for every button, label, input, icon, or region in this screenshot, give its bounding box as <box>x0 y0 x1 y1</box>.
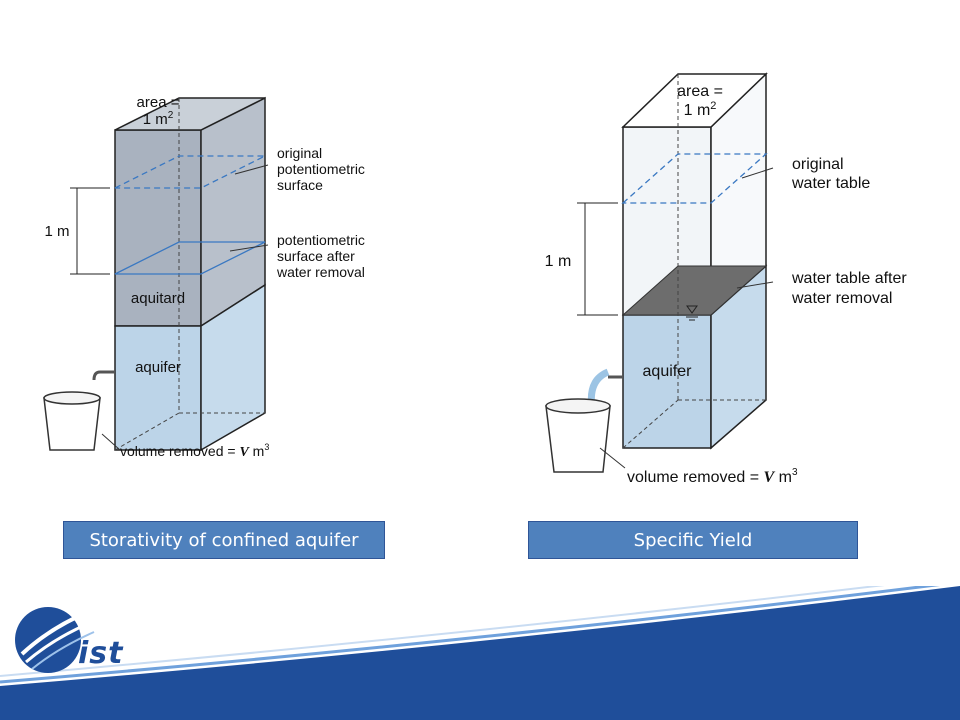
callout-original-line1: original <box>792 156 844 173</box>
leader-line <box>234 164 269 175</box>
confined-aquifer-diagram: area = 1 m2 1 m original potentiometric … <box>30 70 430 470</box>
volume-removed-label: volume removed = V m3 <box>120 442 269 460</box>
bucket-icon <box>43 397 101 451</box>
footer-blue-wave <box>0 586 960 720</box>
aquifer-label: aquifer <box>643 363 693 380</box>
area-exponent: 2 <box>168 110 174 121</box>
area-label: area = <box>137 94 180 111</box>
leader-line <box>229 244 269 252</box>
area-label: area = <box>677 83 723 100</box>
volume-removed-label: volume removed = V m3 <box>627 467 798 486</box>
callout-after-line3: water removal <box>276 264 365 280</box>
leader-line <box>736 281 774 289</box>
logo-wordmark: ist <box>78 636 124 671</box>
callout-after-line2: surface after <box>277 248 355 264</box>
dimension-label: 1 m <box>545 253 572 270</box>
outlet-pipe <box>92 370 115 381</box>
aquitard-label: aquitard <box>131 290 185 307</box>
svg-text:1 m2: 1 m2 <box>684 100 717 119</box>
area-value: 1 m <box>684 102 711 119</box>
leader-line <box>741 167 774 179</box>
column-top-face <box>114 97 266 131</box>
ist-logo <box>15 607 95 673</box>
column-top-face <box>621 73 768 128</box>
callout-after-line2: water removal <box>791 290 892 307</box>
hidden-edge <box>114 412 180 451</box>
potentiometric-surface-after <box>114 241 266 275</box>
water-table-after-plane <box>621 265 768 316</box>
callout-original-line1: original <box>277 145 322 161</box>
callout-original-line3: surface <box>277 177 323 193</box>
water-table-symbol-icon <box>686 305 698 314</box>
footer-band <box>0 586 960 720</box>
original-water-table <box>621 153 768 204</box>
hidden-edge <box>622 399 679 449</box>
aquifer-label: aquifer <box>135 359 181 376</box>
callout-original-line2: potentiometric <box>277 161 365 177</box>
bucket-rim <box>545 398 611 414</box>
dimension-label: 1 m <box>44 223 69 240</box>
area-value: 1 m <box>143 111 168 128</box>
bucket-icon <box>545 405 611 473</box>
leader-line <box>101 433 121 451</box>
caption-specific-yield: Specific Yield <box>528 521 858 559</box>
bucket-rim <box>43 391 101 405</box>
aquifer-front-face <box>622 314 712 449</box>
callout-after-line1: water table after <box>791 270 907 287</box>
callout-original-line2: water table <box>791 175 870 192</box>
callout-after-line1: potentiometric <box>277 232 365 248</box>
footer-accent-line <box>0 586 940 684</box>
area-exponent: 2 <box>710 100 716 112</box>
logo-globe-icon <box>15 607 81 673</box>
aquifer-front-face <box>114 325 202 451</box>
aquitard-front-face <box>114 129 202 327</box>
specific-yield-diagram: area = 1 m2 1 m original water table wat… <box>530 70 930 490</box>
leader-line <box>599 447 626 469</box>
caption-storativity: Storativity of confined aquifer <box>63 521 385 559</box>
svg-text:1 m2: 1 m2 <box>143 110 174 128</box>
